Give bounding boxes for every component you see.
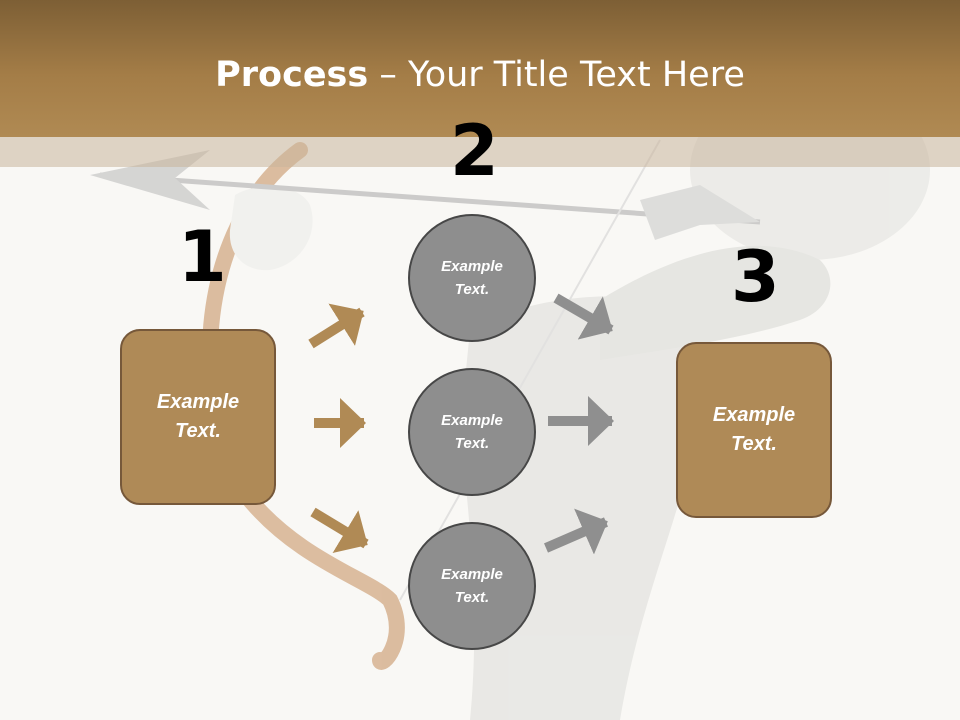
arrow-1-to-top [308,303,365,349]
title-bar-band [0,137,960,167]
circle-bottom-text: Example Text. [441,566,503,606]
step-1-box[interactable]: Example Text. [120,329,276,505]
step-number-2: 2 [450,110,499,192]
arrow-bottom-to-3 [544,508,608,555]
arrow-top-to-3 [553,293,614,340]
circle-middle-text: Example Text. [441,412,503,452]
step-3-box[interactable]: Example Text. [676,342,832,518]
title-bold: Process [215,55,369,95]
title-bar [0,0,960,137]
step-2-circle-top[interactable]: Example Text. [408,214,536,342]
title-rest: – Your Title Text Here [368,55,745,95]
step-number-1: 1 [178,216,227,298]
step-2-circle-bottom[interactable]: Example Text. [408,522,536,650]
slide-title: Process – Your Title Text Here [0,52,960,98]
step-number-3: 3 [731,236,780,318]
step-1-text: Example Text. [156,391,240,442]
arrow-1-to-bottom [310,507,369,553]
circle-top-text: Example Text. [441,258,503,298]
step-2-circle-middle[interactable]: Example Text. [408,368,536,496]
step-3-text: Example Text. [712,404,796,455]
